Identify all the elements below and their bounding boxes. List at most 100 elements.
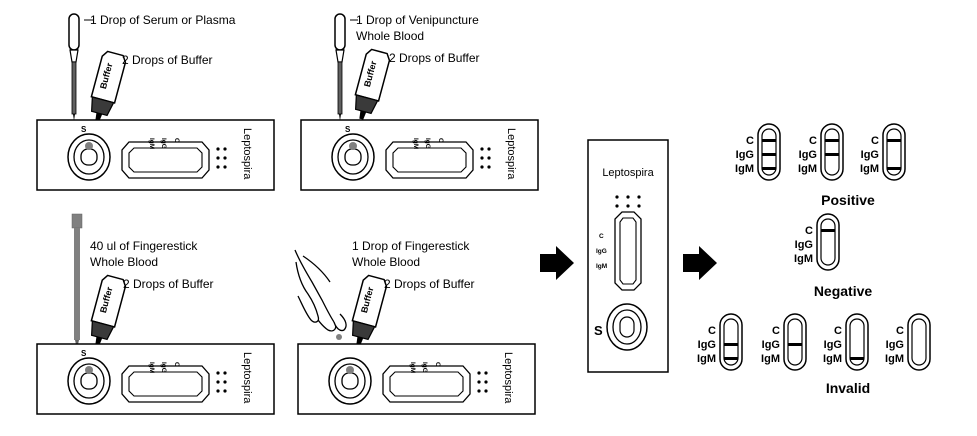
strip-line-label-igg: IgG xyxy=(736,149,754,161)
fingerstick-drop-label-1: 1 Drop of Fingerestick xyxy=(352,239,470,253)
buffer-bottle-icon: Buffer xyxy=(84,273,128,349)
buffer-bottle-icon: Buffer xyxy=(345,273,389,349)
strip-band-c xyxy=(762,139,776,142)
positive-result-strip: C IgG IgM xyxy=(860,123,906,181)
strip-line-label-igm: IgM xyxy=(823,353,842,365)
strip-band-c xyxy=(825,139,839,142)
cassette-venipuncture: S IgM IgG C Leptospira xyxy=(300,119,539,191)
svg-text:IgG: IgG xyxy=(160,138,167,149)
fingerstick-drop-buffer-label: 2 Drops of Buffer xyxy=(384,277,475,291)
venipuncture-dropper-icon xyxy=(334,13,346,121)
arrow-right-icon xyxy=(683,246,717,280)
step-serum: 1 Drop of Serum or Plasma Buffer 2 Drops… xyxy=(36,13,275,191)
svg-text:IgM: IgM xyxy=(412,138,419,149)
step-fingerstick-pipette: 40 ul of Fingerestick Whole Blood Buffer… xyxy=(36,213,275,415)
buffer-bottle-icon: Buffer xyxy=(348,47,392,123)
svg-text:IgG: IgG xyxy=(421,362,428,373)
strip-line-label-igm: IgM xyxy=(885,353,904,365)
fingerstick-pipette-label-2: Whole Blood xyxy=(90,255,158,269)
venipuncture-buffer-label: 2 Drops of Buffer xyxy=(389,51,480,65)
sample-well-label: S xyxy=(594,323,603,338)
blood-drop-icon xyxy=(336,334,342,340)
strip-band-igm xyxy=(724,357,738,360)
strip-line-label-igg: IgG xyxy=(795,239,813,251)
strip-line-label-igm: IgM xyxy=(794,253,813,265)
serum-drop-label: 1 Drop of Serum or Plasma xyxy=(90,13,236,27)
strip-band-igm xyxy=(762,167,776,170)
strip-line-label-c: C xyxy=(871,135,879,147)
strip-band-igg xyxy=(724,343,738,346)
strip-line-label-igg: IgG xyxy=(698,339,716,351)
cassette-brand: Leptospira xyxy=(241,128,253,180)
fingerstick-pipette-label-1: 40 ul of Fingerestick xyxy=(90,239,198,253)
negative-label: Negative xyxy=(814,283,873,299)
svg-text:IgM: IgM xyxy=(596,263,607,270)
step-venipuncture: 1 Drop of Venipuncture Whole Blood Buffe… xyxy=(300,13,539,191)
capillary-pipette-icon xyxy=(71,213,83,349)
strip-line-label-c: C xyxy=(809,135,817,147)
strip-line-label-c: C xyxy=(896,325,904,337)
buffer-bottle-icon: Buffer xyxy=(84,49,128,125)
strip-line-label-igm: IgM xyxy=(761,353,780,365)
strip-line-label-igg: IgG xyxy=(762,339,780,351)
positive-label: Positive xyxy=(821,192,875,208)
strip-line-label-igg: IgG xyxy=(861,149,879,161)
negative-result-strip: C IgG IgM xyxy=(794,213,840,271)
strip-band-igg xyxy=(825,153,839,156)
strip-line-label-igm: IgM xyxy=(697,353,716,365)
svg-text:C: C xyxy=(173,362,180,367)
svg-text:IgM: IgM xyxy=(409,362,416,373)
strip-line-label-igg: IgG xyxy=(886,339,904,351)
svg-text:C: C xyxy=(173,138,180,143)
svg-text:IgM: IgM xyxy=(148,362,155,373)
strip-line-label-c: C xyxy=(772,325,780,337)
cassette-fingerstick-drop: IgM IgG C Leptospira xyxy=(297,343,536,415)
positive-result-strip: C IgG IgM xyxy=(798,123,844,181)
invalid-result-strip: C IgG IgM xyxy=(761,313,807,371)
svg-text:IgG: IgG xyxy=(424,138,431,149)
strip-line-label-igm: IgM xyxy=(860,163,879,175)
finger-icon xyxy=(294,249,347,332)
venipuncture-drop-label-1: 1 Drop of Venipuncture xyxy=(356,13,479,27)
strip-band-igg xyxy=(788,343,802,346)
strip-band-igm xyxy=(887,167,901,170)
step-fingerstick-drop: 1 Drop of Fingerestick Whole Blood Buffe… xyxy=(294,239,536,415)
svg-text:C: C xyxy=(437,138,444,143)
results-panel: Positive Negative Invalid C IgG IgM C IgG IgM… xyxy=(697,123,931,396)
arrow-right-icon xyxy=(540,246,574,280)
fingerstick-pipette-buffer-label: 2 Drops of Buffer xyxy=(123,277,214,291)
svg-text:C: C xyxy=(434,362,441,367)
svg-text:IgG: IgG xyxy=(160,362,167,373)
strip-line-label-igg: IgG xyxy=(799,149,817,161)
svg-text:C: C xyxy=(599,233,604,240)
invalid-result-strip: C IgG IgM xyxy=(697,313,743,371)
positive-result-strip: C IgG IgM xyxy=(735,123,781,181)
strip-line-label-igm: IgM xyxy=(798,163,817,175)
strip-line-label-c: C xyxy=(805,225,813,237)
strip-band-c xyxy=(887,139,901,142)
svg-text:IgM: IgM xyxy=(148,138,155,149)
strip-band-igg xyxy=(762,153,776,156)
strip-band-c xyxy=(821,229,835,232)
cassette-brand: Leptospira xyxy=(241,352,253,404)
fingerstick-drop-label-2: Whole Blood xyxy=(352,255,420,269)
venipuncture-drop-label-2: Whole Blood xyxy=(356,29,424,43)
invalid-result-strip: C IgG IgM xyxy=(885,313,931,371)
cassette-brand: Leptospira xyxy=(505,128,517,180)
invalid-result-strip: C IgG IgM xyxy=(823,313,869,371)
invalid-label: Invalid xyxy=(826,380,870,396)
strip-line-label-c: C xyxy=(708,325,716,337)
strip-line-label-igm: IgM xyxy=(735,163,754,175)
cassette-vertical-brand: Leptospira xyxy=(602,167,654,179)
svg-text:S: S xyxy=(81,125,87,134)
cassette-vertical: Leptospira C IgG IgM S xyxy=(587,139,669,373)
svg-text:S: S xyxy=(81,349,87,358)
strip-band-igm xyxy=(850,357,864,360)
serum-dropper-icon xyxy=(68,13,80,121)
strip-line-label-c: C xyxy=(834,325,842,337)
strip-line-label-c: C xyxy=(746,135,754,147)
strip-line-label-igg: IgG xyxy=(824,339,842,351)
svg-text:IgG: IgG xyxy=(596,248,607,255)
cassette-brand: Leptospira xyxy=(502,352,514,404)
